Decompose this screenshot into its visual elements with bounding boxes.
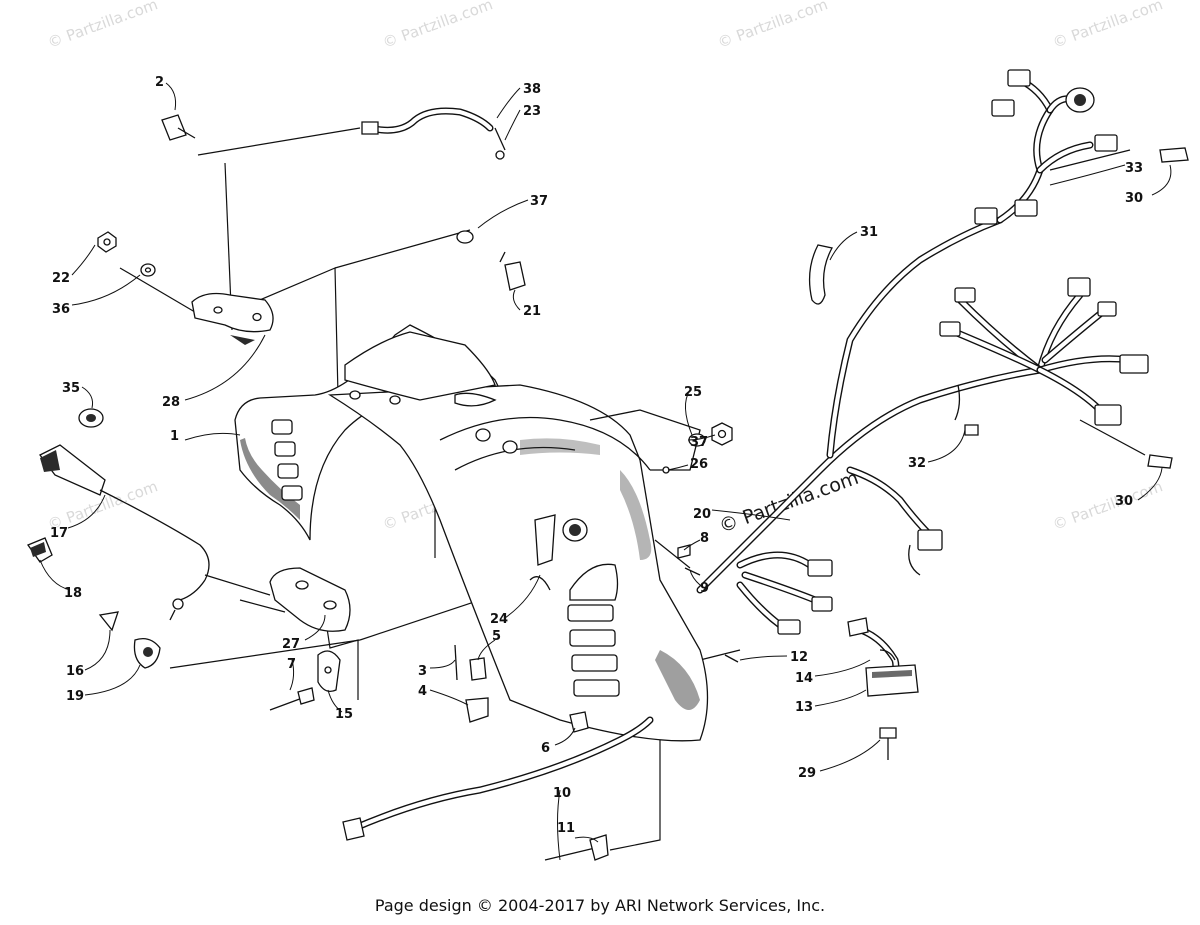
callout-1: 1 [170, 429, 179, 444]
left-hardware [26, 114, 351, 711]
watermark-top-4: © Partzilla.com [1050, 0, 1165, 52]
callout-35: 36 [52, 302, 70, 317]
callout-7: 7 [287, 657, 296, 672]
callout-3: 3 [418, 664, 427, 679]
callout-16: 16 [66, 664, 84, 679]
callout-26: 26 [690, 457, 708, 472]
callout-30-lower: 30 [1115, 494, 1133, 509]
callout-25: 25 [684, 385, 702, 400]
callout-30-upper: 30 [1125, 191, 1143, 206]
callout-19: 19 [66, 689, 84, 704]
callout-15: 15 [335, 707, 353, 722]
watermark-top-2: © Partzilla.com [380, 0, 495, 52]
callout-24: 24 [490, 612, 508, 627]
callout-32: 32 [908, 456, 926, 471]
callout-17: 17 [50, 526, 68, 541]
callout-31: 31 [860, 225, 878, 240]
callout-18: 18 [64, 586, 82, 601]
callout-21: 21 [523, 304, 541, 319]
callout-10: 10 [553, 786, 571, 801]
callout-27: 27 [282, 637, 300, 652]
callout-29: 29 [798, 766, 816, 781]
callout-22: 22 [52, 271, 70, 286]
callout-9: 9 [700, 581, 709, 596]
callout-23: 23 [523, 104, 541, 119]
watermark-top-1: © Partzilla.com [45, 0, 160, 52]
callout-37: 37 [690, 435, 708, 450]
callout-11: 11 [557, 821, 575, 836]
callout-14: 14 [795, 671, 813, 686]
callout-13: 13 [795, 700, 813, 715]
console-panel [234, 324, 709, 742]
upper-wire-assembly [361, 107, 526, 291]
callout-2: 2 [155, 75, 164, 90]
callout-38: 38 [523, 82, 541, 97]
callout-labels: 2 38 23 37 21 22 36 28 1 35 17 18 16 19 … [50, 75, 1143, 836]
leader-lines [39, 82, 1172, 861]
assembly-guide-lines [119, 127, 1146, 851]
main-wiring-harness [696, 69, 1189, 760]
callout-12: 12 [790, 650, 808, 665]
watermark-top-3: © Partzilla.com [715, 0, 830, 52]
callout-34: 35 [62, 381, 80, 396]
lower-harness [342, 716, 654, 841]
callout-28: 28 [162, 395, 180, 410]
callout-20: 20 [693, 507, 711, 522]
callout-4: 4 [418, 684, 427, 699]
callout-6: 6 [541, 741, 550, 756]
callout-36: 37 [530, 194, 548, 209]
callout-5: 5 [492, 629, 501, 644]
watermark-mid-4: © Partzilla.com [1050, 477, 1165, 534]
page-design-credit: Page design © 2004-2017 by ARI Network S… [374, 896, 826, 915]
callout-33: 33 [1125, 161, 1143, 176]
center-hardware [454, 422, 739, 861]
callout-8: 8 [700, 531, 709, 546]
